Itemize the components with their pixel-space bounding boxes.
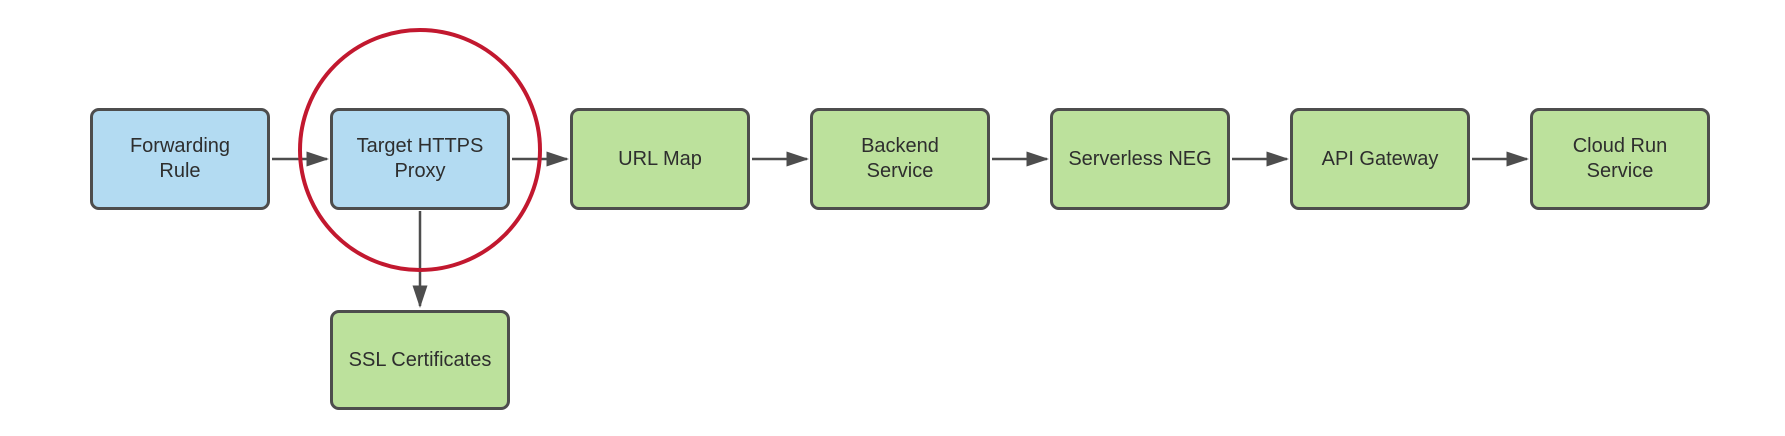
node-forwarding-rule: Forwarding Rule [90,108,270,210]
node-backend-service: Backend Service [810,108,990,210]
node-label: Forwarding Rule [129,135,231,182]
node-label: Cloud Run Service [1572,135,1668,182]
node-label: URL Map [618,147,702,170]
node-label: Serverless NEG [1068,147,1212,170]
node-cloud-run-service: Cloud Run Service [1530,108,1710,210]
node-url-map: URL Map [570,108,750,210]
node-label: SSL Certificates [348,348,492,371]
node-label: API Gateway [1321,147,1439,170]
node-serverless-neg: Serverless NEG [1050,108,1230,210]
node-ssl-certificates: SSL Certificates [330,310,510,410]
node-api-gateway: API Gateway [1290,108,1470,210]
node-label: Backend Service [861,135,939,182]
node-target-https-proxy: Target HTTPS Proxy [330,108,510,210]
node-label: Target HTTPS Proxy [356,135,484,182]
